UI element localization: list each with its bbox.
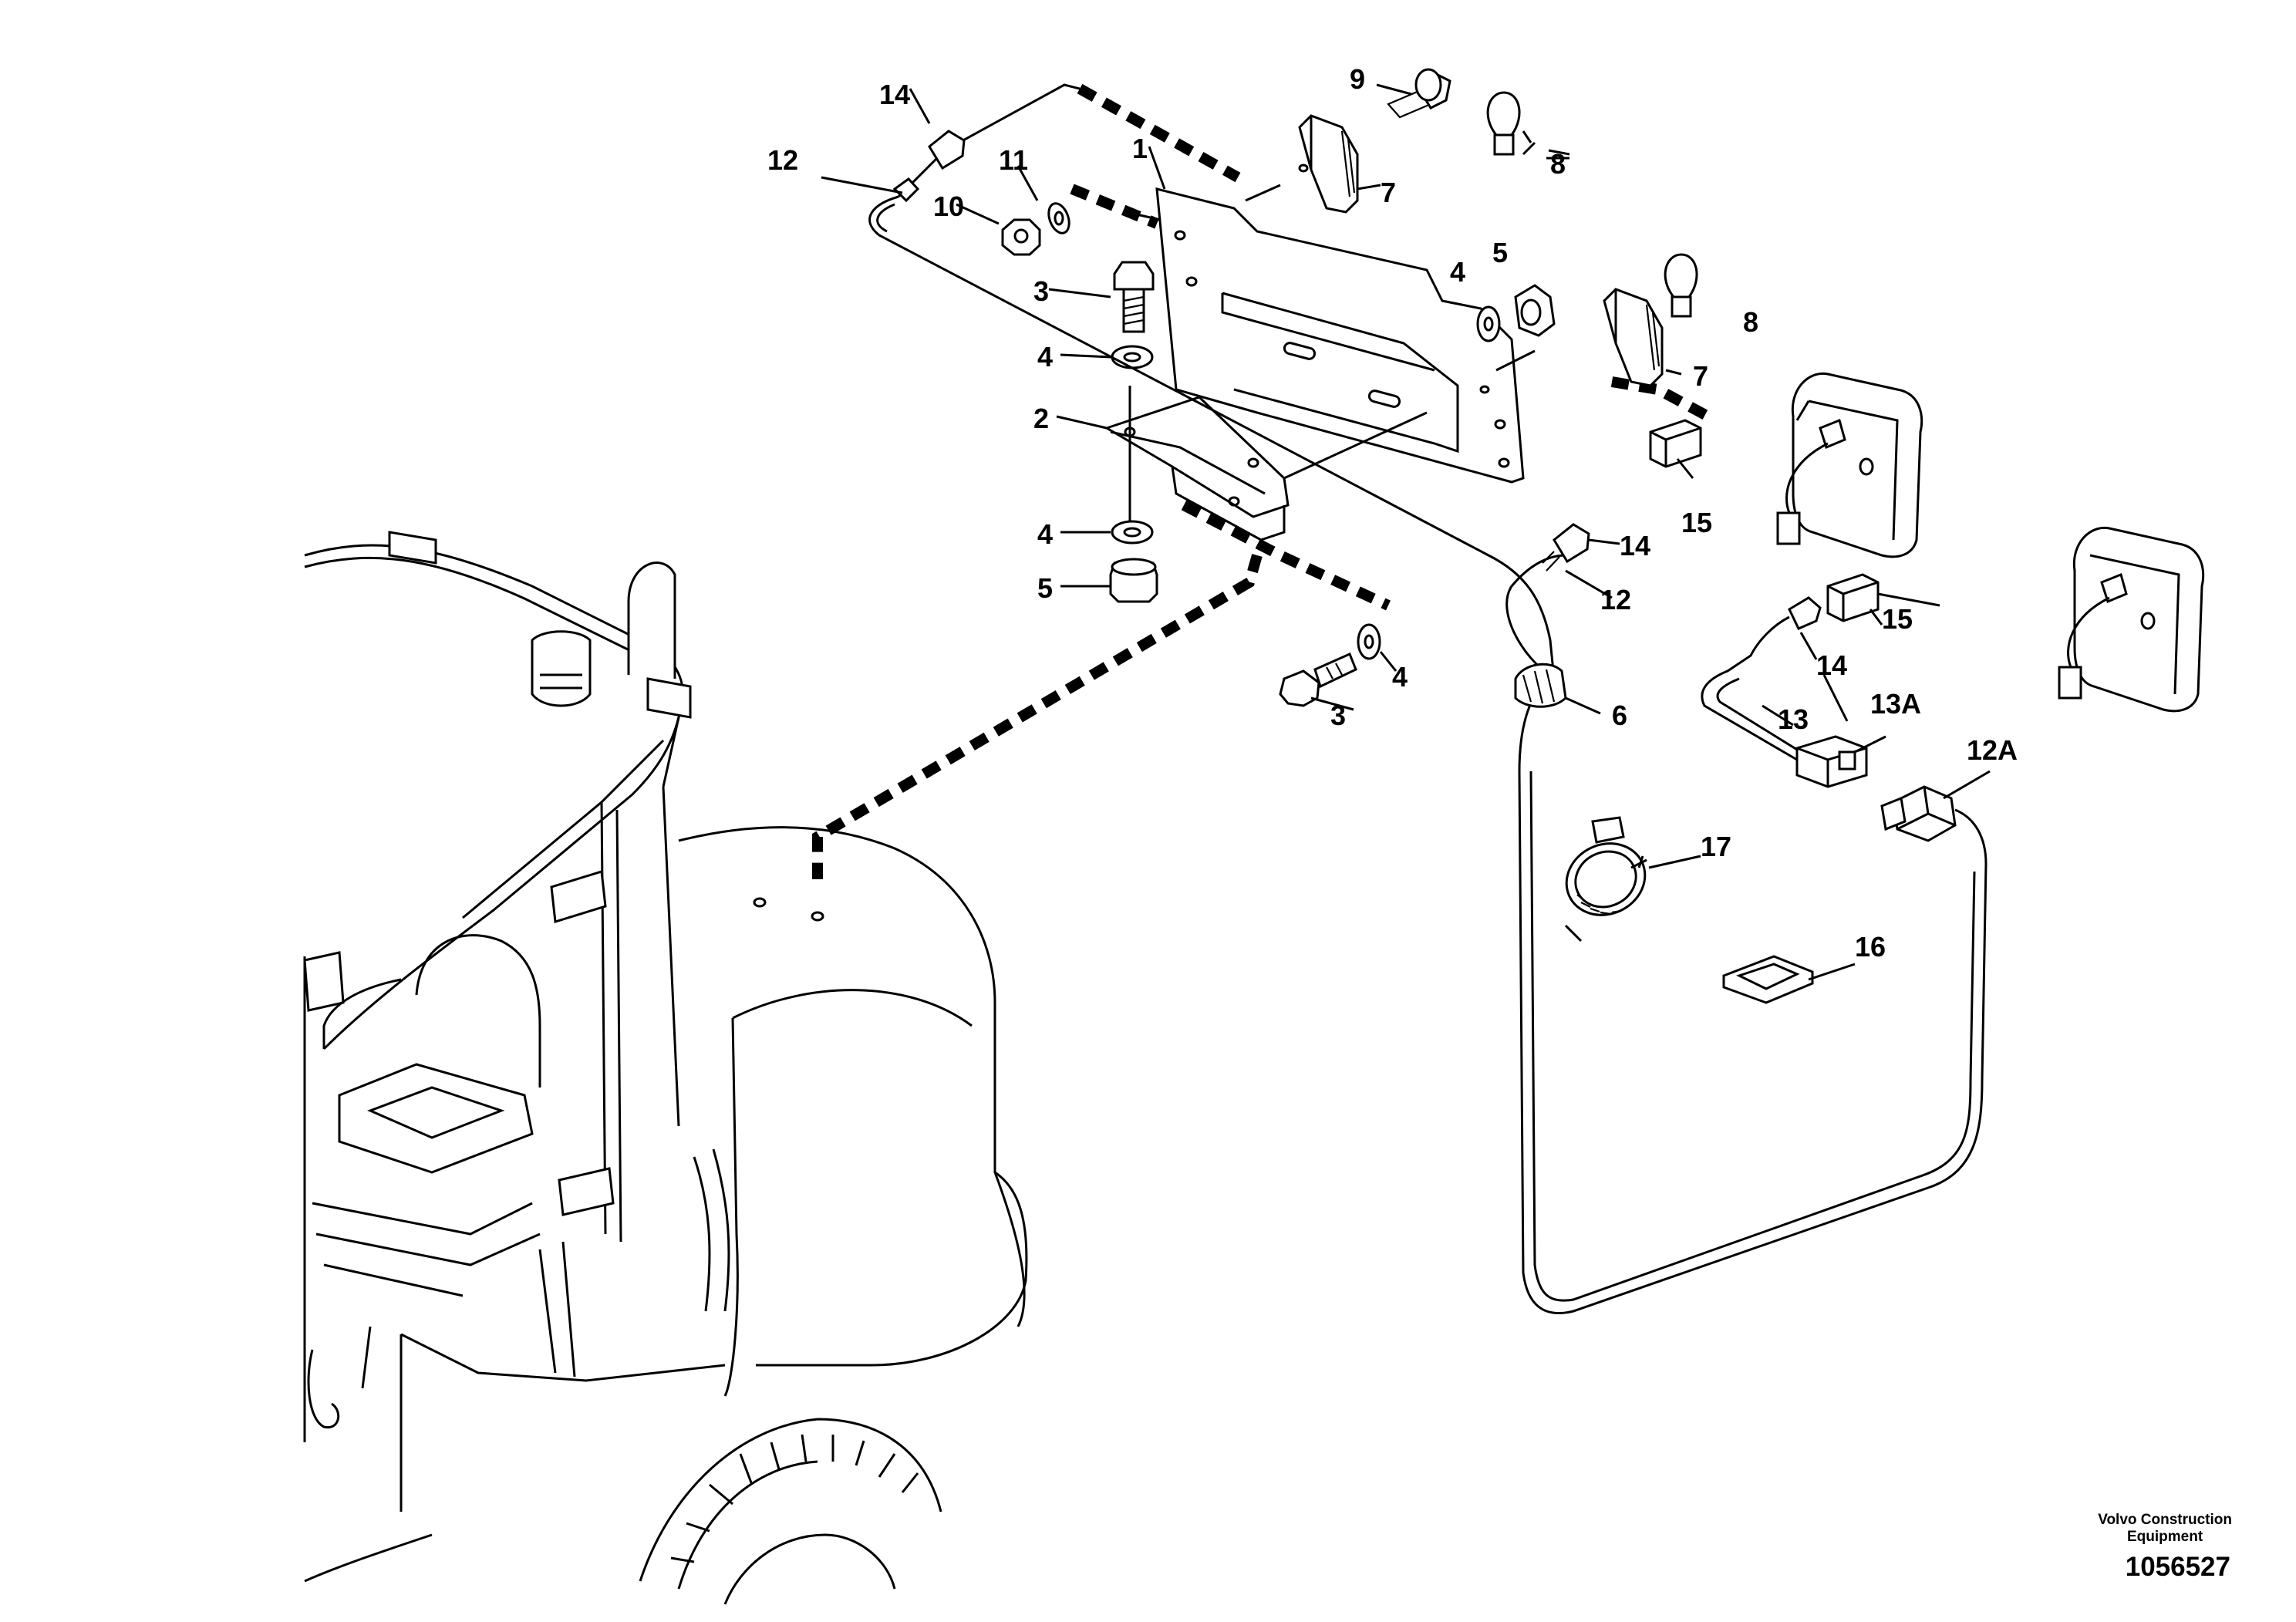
- label-part-15-right: 15: [1882, 603, 1913, 635]
- label-part-13: 13: [1778, 703, 1809, 735]
- label-part-12-mid: 12: [1600, 584, 1631, 615]
- mounting-bracket: [1104, 386, 1428, 541]
- label-part-2: 2: [1033, 403, 1049, 434]
- company-credit: Volvo Construction Equipment: [2098, 1512, 2232, 1546]
- washer-right: [1476, 305, 1501, 342]
- label-part-5-right: 5: [1492, 237, 1508, 268]
- plate-lamp-upper: [1298, 114, 1359, 214]
- harness-13: [1701, 596, 1868, 788]
- label-part-1: 1: [1132, 133, 1148, 164]
- label-part-7-bottom: 7: [1693, 360, 1708, 392]
- license-plate-bracket: [1125, 184, 1536, 484]
- bulb-lower: [1664, 253, 1698, 318]
- label-part-3-lower: 3: [1330, 700, 1346, 731]
- label-part-15-left: 15: [1681, 507, 1712, 538]
- label-part-11: 11: [999, 144, 1028, 176]
- label-part-4-right: 4: [1450, 256, 1465, 288]
- bolt-upper: [1113, 261, 1155, 333]
- plate-lamp-lower: [1603, 288, 1664, 387]
- bulb-upper: [1486, 91, 1521, 156]
- connector-15-right: [1826, 573, 1880, 622]
- wiring-harness: [868, 83, 1988, 1315]
- washer-11: [1047, 202, 1070, 234]
- label-part-10: 10: [933, 191, 964, 222]
- label-part-4-top: 4: [1037, 341, 1053, 373]
- label-part-12-top: 12: [767, 144, 798, 176]
- washer-lower: [1111, 520, 1154, 545]
- part-labels: 14 12 11 10 1 9 8 7 3 4 2 4 5 4 5 8 7 15…: [767, 63, 2018, 963]
- label-part-4-lower: 4: [1392, 661, 1408, 693]
- label-part-12A: 12A: [1967, 734, 2018, 766]
- connector-15-left: [1649, 419, 1702, 468]
- assembly-lines: [812, 83, 1711, 879]
- nut-right: [1514, 284, 1556, 337]
- label-part-14-top: 14: [879, 79, 910, 110]
- company-line-2: Equipment: [2127, 1529, 2203, 1545]
- leader-lines: [821, 83, 1991, 981]
- rear-lamp-upper: [1776, 372, 1923, 558]
- cable-tie-base: [1722, 955, 1814, 1004]
- label-part-3-top: 3: [1033, 275, 1049, 307]
- label-part-8-bottom: 8: [1743, 306, 1758, 338]
- washer-lower-right: [1357, 623, 1381, 660]
- label-part-7-top: 7: [1381, 177, 1396, 208]
- label-part-14-mid: 14: [1620, 530, 1650, 561]
- hose-clamp: [1565, 816, 1647, 916]
- machine-body: [303, 531, 1028, 1605]
- bolt-9: [1387, 68, 1451, 119]
- nut-lower: [1109, 558, 1158, 603]
- label-part-13A: 13A: [1870, 688, 1921, 720]
- washer-upper: [1111, 345, 1154, 369]
- document-number: 1056527: [2125, 1552, 2230, 1582]
- label-part-5-left: 5: [1037, 572, 1053, 604]
- nut-10: [1001, 218, 1041, 256]
- label-part-17: 17: [1701, 831, 1731, 862]
- label-part-8-top: 8: [1550, 148, 1566, 180]
- label-part-9: 9: [1350, 63, 1365, 95]
- rear-lamp-lower: [2058, 526, 2205, 713]
- connector-12a: [1880, 785, 1957, 842]
- bolt-lower: [1279, 652, 1357, 707]
- label-part-14-right: 14: [1816, 649, 1847, 681]
- label-part-6: 6: [1612, 700, 1627, 731]
- company-line-1: Volvo Construction: [2098, 1512, 2232, 1528]
- label-part-16: 16: [1855, 931, 1886, 963]
- label-part-4-mid: 4: [1037, 518, 1053, 550]
